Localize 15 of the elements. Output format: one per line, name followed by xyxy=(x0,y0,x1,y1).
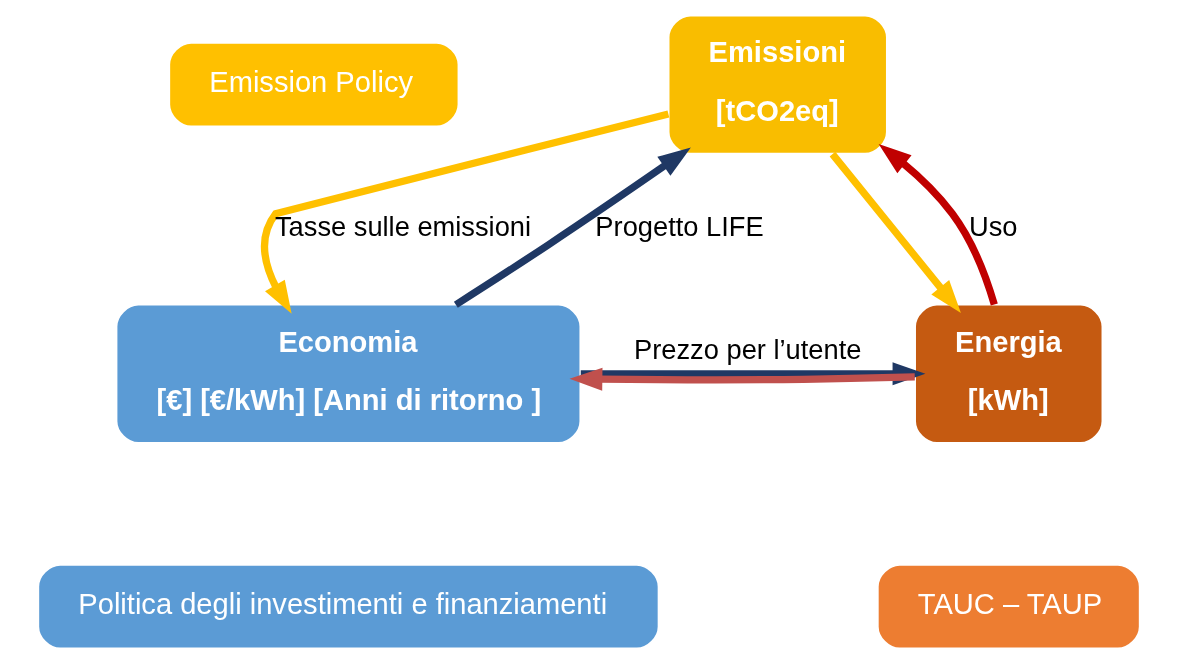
node-box: Energia [kWh] xyxy=(913,303,1103,444)
arrow xyxy=(829,151,961,313)
edge-label: Progetto LIFE xyxy=(594,210,764,242)
node-box: Emission Policy xyxy=(167,41,459,128)
edge-label: Uso xyxy=(968,210,1018,242)
arrow xyxy=(260,110,669,314)
node-box: Politica degli investimenti e finanziamenti xyxy=(36,563,659,650)
arrow xyxy=(453,147,691,308)
edge-label: Tasse sulle emissioni xyxy=(274,210,531,242)
node-box: TAUC – TAUP xyxy=(876,563,1141,650)
arrow xyxy=(878,144,998,306)
node-box: Economia [€] [€/kWh] [Anni di ritorno ] xyxy=(115,303,581,444)
arrow xyxy=(569,367,915,391)
node-box: Emissioni [tCO2eq] xyxy=(667,14,888,155)
edge-label: Prezzo per l’utente xyxy=(633,334,861,366)
